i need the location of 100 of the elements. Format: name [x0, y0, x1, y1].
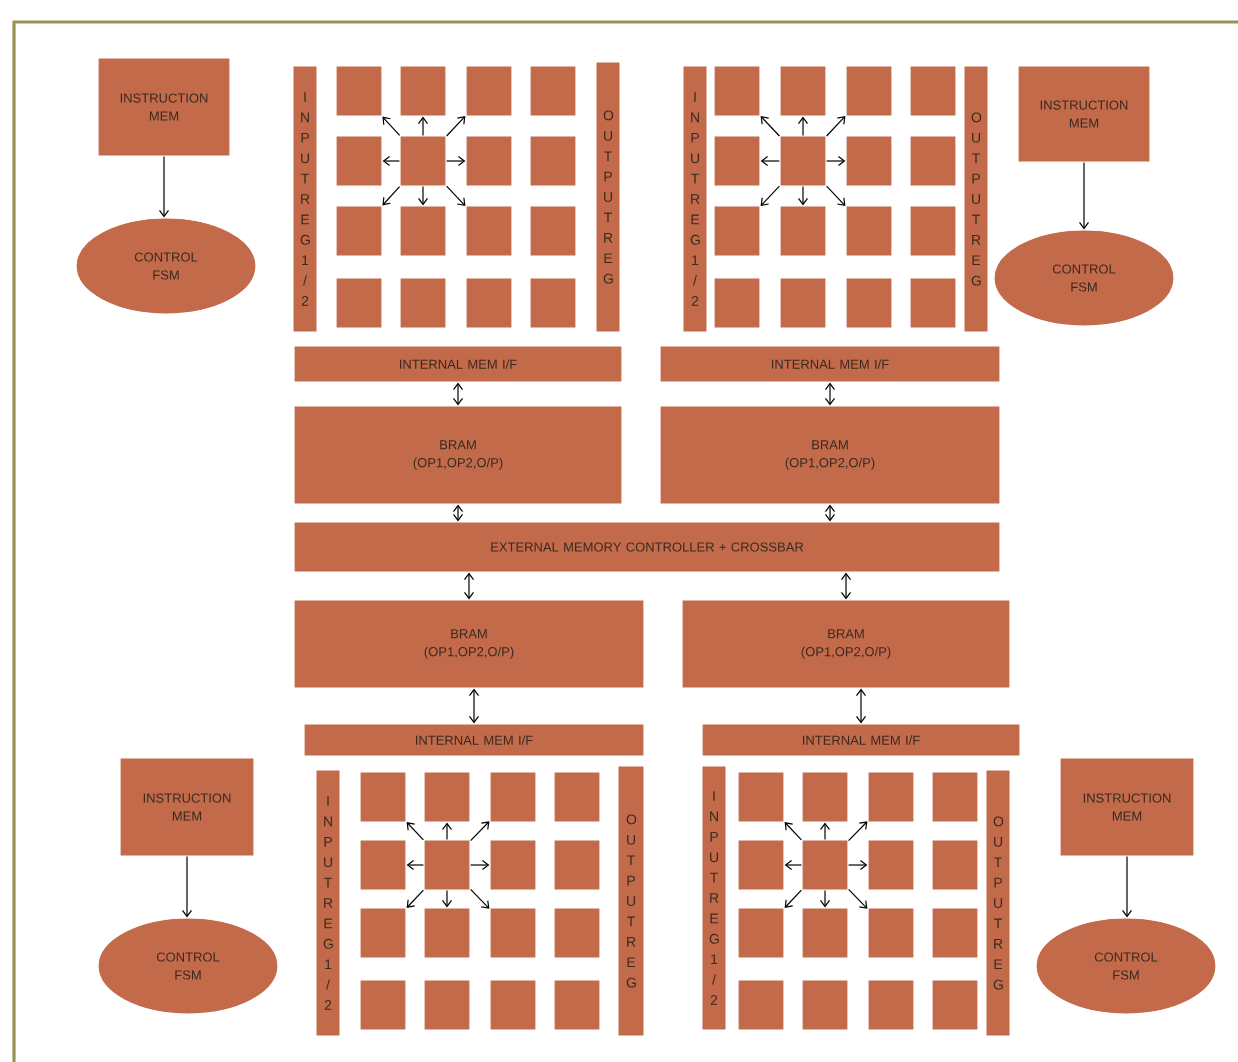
processing-tile [909, 135, 957, 187]
processing-tile [529, 65, 577, 117]
processing-tile [845, 277, 893, 329]
arrow [848, 859, 868, 871]
processing-tile [713, 65, 761, 117]
arrow [819, 890, 831, 908]
processing-tile [335, 277, 383, 329]
processing-tile [529, 135, 577, 187]
arrow [446, 116, 466, 137]
processing-tile [553, 771, 601, 823]
processing-tile [335, 65, 383, 117]
processing-tile [737, 839, 785, 891]
processing-tile [553, 839, 601, 891]
arrow [181, 856, 193, 918]
arrow [784, 889, 802, 908]
arrow [826, 116, 846, 137]
arrow [797, 186, 809, 206]
processing-tile [779, 135, 827, 187]
arrow [441, 890, 453, 908]
arrow [470, 888, 490, 909]
processing-tile [801, 839, 849, 891]
processing-tile [931, 839, 979, 891]
arrow [406, 889, 424, 908]
processing-tile [335, 205, 383, 257]
processing-tile [359, 979, 407, 1031]
arrow [760, 116, 780, 137]
arrow [848, 888, 868, 909]
processing-tile [867, 839, 915, 891]
processing-tile [713, 135, 761, 187]
processing-tile [529, 277, 577, 329]
arrow [1078, 162, 1090, 230]
arrow [760, 185, 780, 206]
processing-tile [737, 979, 785, 1031]
processing-tile [801, 907, 849, 959]
arrow [441, 822, 453, 840]
arrow [826, 185, 846, 206]
arrow [446, 155, 466, 167]
processing-tile [909, 205, 957, 257]
arrow [819, 822, 831, 840]
arrow [463, 572, 475, 600]
processing-tile [737, 907, 785, 959]
processing-tile [845, 135, 893, 187]
arrow [452, 504, 464, 522]
arrow [848, 821, 868, 842]
processing-tile [359, 907, 407, 959]
processing-tile [801, 771, 849, 823]
processing-tile [489, 907, 537, 959]
processing-tile [867, 979, 915, 1031]
arrow [417, 116, 429, 136]
processing-tile [399, 135, 447, 187]
arrow [470, 859, 490, 871]
arrow [1121, 856, 1133, 918]
processing-tile [737, 771, 785, 823]
processing-tile [713, 205, 761, 257]
arrow [158, 156, 170, 218]
processing-tile [931, 907, 979, 959]
processing-tile [465, 205, 513, 257]
arrow [468, 688, 480, 724]
processing-tile [399, 65, 447, 117]
processing-tile [931, 771, 979, 823]
arrow [452, 382, 464, 406]
processing-tile [465, 135, 513, 187]
processing-tile [489, 839, 537, 891]
arrow [406, 859, 424, 871]
processing-tile [845, 205, 893, 257]
arrow [417, 186, 429, 206]
processing-tile [423, 839, 471, 891]
processing-tile [335, 135, 383, 187]
arrow [470, 821, 490, 842]
processing-tile [489, 979, 537, 1031]
arrow [784, 859, 802, 871]
processing-tile [867, 771, 915, 823]
processing-tile [423, 771, 471, 823]
arrow [855, 688, 867, 724]
processing-tile [423, 907, 471, 959]
processing-tile [359, 771, 407, 823]
processing-tile [529, 205, 577, 257]
arrow [760, 155, 780, 167]
processing-tile [553, 907, 601, 959]
arrow [382, 155, 400, 167]
processing-tile [845, 65, 893, 117]
arrow [784, 822, 802, 841]
arrow [824, 504, 836, 522]
arrow [446, 185, 466, 206]
processing-tile [359, 839, 407, 891]
arrow [797, 116, 809, 136]
processing-tile [399, 205, 447, 257]
processing-tile [399, 277, 447, 329]
processing-tile [465, 65, 513, 117]
processing-tile [779, 277, 827, 329]
arrow [826, 155, 846, 167]
processing-tile [423, 979, 471, 1031]
arrow [824, 382, 836, 406]
processing-tile [489, 771, 537, 823]
processing-tile [713, 277, 761, 329]
processing-tile [779, 65, 827, 117]
processing-tile [909, 65, 957, 117]
arrow [406, 822, 424, 841]
arrow [382, 116, 401, 136]
processing-tile [867, 907, 915, 959]
